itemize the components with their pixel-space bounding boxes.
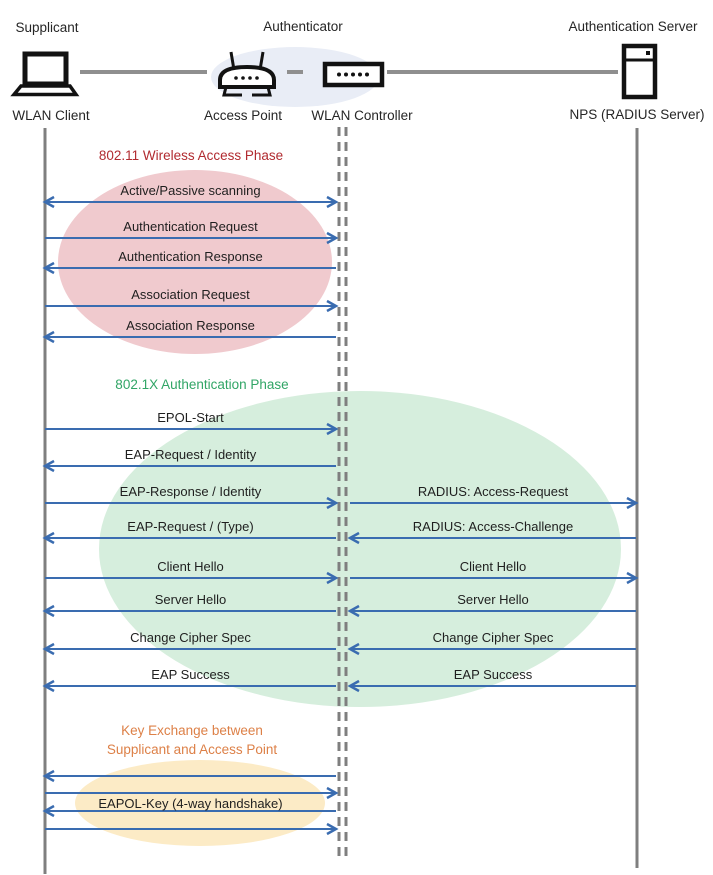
arrowhead-right: [326, 231, 339, 245]
message-label: Authentication Response: [118, 249, 263, 264]
wlan-controller-icon: [322, 61, 385, 88]
arrowhead-left: [42, 679, 55, 693]
phase-title-2: Supplicant and Access Point: [106, 742, 278, 757]
message-label: Change Cipher Spec: [432, 630, 554, 645]
message-label: EAP-Response / Identity: [119, 484, 262, 499]
phase-title-1: 802.1X Authentication Phase: [115, 377, 289, 392]
phase-ellipse-2: [75, 760, 325, 846]
arrowhead-right: [626, 496, 639, 510]
message-label: Client Hello: [459, 559, 527, 574]
laptop-icon: [10, 51, 80, 97]
arrowhead-right: [326, 786, 339, 800]
device-label-wlan-controller: WLAN Controller: [311, 108, 413, 123]
arrowhead-left: [42, 531, 55, 545]
message-label: EAP Success: [453, 667, 533, 682]
arrowhead-left: [42, 769, 55, 783]
line-layer: [42, 70, 639, 874]
message-label: EAP-Request / (Type): [127, 519, 254, 534]
message-label: Authentication Request: [123, 219, 258, 234]
message-label: Server Hello: [457, 592, 529, 607]
arrowhead-left: [42, 330, 55, 344]
phase-title-0: 802.11 Wireless Access Phase: [98, 148, 284, 163]
message-label: RADIUS: Access-Challenge: [412, 519, 574, 534]
message-label: EAP Success: [151, 667, 230, 682]
arrowhead-right: [326, 496, 339, 510]
arrowhead-left: [42, 261, 55, 275]
arrowhead-left: [347, 642, 360, 656]
arrowhead-left: [42, 642, 55, 656]
arrowhead-right: [326, 195, 339, 209]
device-label-wlan-client: WLAN Client: [12, 108, 90, 123]
role-label-supplicant: Supplicant: [15, 20, 79, 35]
message-label: EPOL-Start: [157, 410, 224, 425]
phase-ellipse-1: [99, 391, 621, 707]
arrowhead-left: [347, 531, 360, 545]
arrowhead-left: [347, 679, 360, 693]
arrowhead-left: [42, 195, 55, 209]
arrowhead-left: [347, 604, 360, 618]
message-label: EAP-Request / Identity: [124, 447, 257, 462]
message-label: RADIUS: Access-Request: [417, 484, 569, 499]
server-icon: [621, 43, 658, 100]
arrowhead-right: [326, 422, 339, 436]
arrowhead-right: [326, 299, 339, 313]
arrowhead-right: [326, 822, 339, 836]
role-label-authenticator: Authenticator: [263, 19, 343, 34]
ellipse-layer: [58, 47, 621, 846]
message-label: Change Cipher Spec: [130, 630, 251, 645]
phase-ellipse-0: [58, 170, 332, 354]
arrowhead-left: [42, 604, 55, 618]
arrowhead-right: [626, 571, 639, 585]
message-label: EAPOL-Key (4-way handshake): [98, 796, 283, 811]
device-label-access-point: Access Point: [203, 108, 283, 123]
access-point-icon: [218, 51, 276, 97]
arrowhead-left: [42, 459, 55, 473]
message-label: Association Response: [126, 318, 255, 333]
phase-title-2: Key Exchange between: [121, 723, 263, 738]
message-label: Server Hello: [154, 592, 227, 607]
role-label-authentication-server: Authentication Server: [568, 19, 698, 34]
message-label: Client Hello: [157, 559, 224, 574]
arrowhead-right: [326, 571, 339, 585]
message-label: Active/Passive scanning: [120, 183, 261, 198]
arrowhead-left: [42, 804, 55, 818]
device-label-nps-radius-server: NPS (RADIUS Server): [569, 107, 705, 122]
message-label: Association Request: [131, 287, 250, 302]
